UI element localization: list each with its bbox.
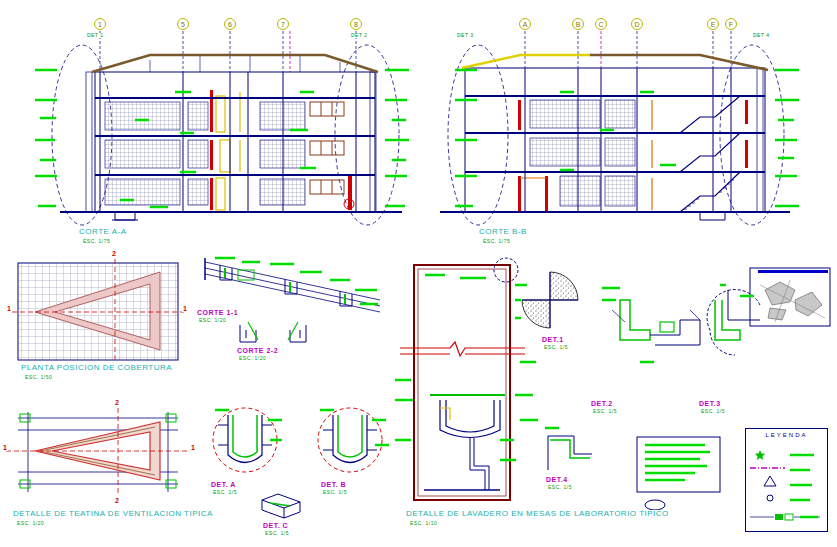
axis-label: A <box>523 21 528 28</box>
drawing-title: PLANTA POSICION DE COBERTURA <box>20 364 173 372</box>
section-marker: 1 <box>6 305 12 312</box>
section-marker: 1 <box>2 444 8 451</box>
sink-detail <box>400 258 525 500</box>
detail-tag: DET.2 <box>590 400 614 407</box>
drawing-title: DETALLE DE LAVADERO EN MESAS DE LABORATO… <box>405 510 670 518</box>
grid-axis-bubble: B <box>572 18 584 30</box>
detail-tag: DET.3 <box>698 400 722 407</box>
detail-tag: CORTE 2-2 <box>236 347 279 354</box>
grid-axis-bubble: E <box>707 18 719 30</box>
section-marker: 1 <box>182 305 188 312</box>
grid-axis-bubble: 1 <box>94 18 106 30</box>
callout-label: DET 1 <box>86 33 105 38</box>
grid-axis-bubble: 5 <box>177 18 189 30</box>
small-details <box>522 272 760 470</box>
callout-label: DET 2 <box>350 33 369 38</box>
grid-axis-bubble: A <box>519 18 531 30</box>
joint-details <box>213 408 382 518</box>
axis-label: 7 <box>281 21 285 28</box>
grid-axis-bubble: D <box>631 18 643 30</box>
section-marker: 2 <box>111 250 117 257</box>
scale-note: ESC. 1/10 <box>409 521 438 526</box>
detail-tag: CORTE 1-1 <box>196 309 239 316</box>
scale-note: ESC. 1/20 <box>198 318 227 323</box>
drawing-title: CORTE B-B <box>478 228 528 236</box>
axis-label: F <box>729 21 733 28</box>
scale-note: ESC. 1/5 <box>700 409 726 414</box>
scale-note: ESC. 1/5 <box>547 485 573 490</box>
drawing-title: DETALLE DE TEATINA DE VENTILACION TIPICA <box>12 510 214 518</box>
axis-label: C <box>598 21 603 28</box>
grid-axis-bubble: 8 <box>350 18 362 30</box>
grid-axis-bubble: 6 <box>224 18 236 30</box>
section-marker: 2 <box>114 399 120 406</box>
annotation-bars <box>35 70 818 517</box>
detail-tag: DET. C <box>262 522 289 529</box>
legend-title: LEYENDA <box>746 432 827 438</box>
callout-label: DET 4 <box>752 33 771 38</box>
section-marker: 1 <box>190 444 196 451</box>
scale-note: ESC. 1/75 <box>482 239 511 244</box>
detail-tag: DET. A <box>210 481 237 488</box>
grid-axis-bubble: C <box>595 18 607 30</box>
drawing-title: CORTE A-A <box>78 228 127 236</box>
axis-label: E <box>711 21 716 28</box>
scale-note: ESC. 1/75 <box>82 239 111 244</box>
scale-note: ESC. 1/5 <box>212 490 238 495</box>
grid-axis-bubble: 7 <box>277 18 289 30</box>
scale-note: ESC. 1/50 <box>24 375 53 380</box>
axis-label: B <box>576 21 581 28</box>
detail-tag: DET. B <box>320 481 347 488</box>
scale-note: ESC. 1/20 <box>238 356 267 361</box>
scale-note: ESC. 1/20 <box>16 521 45 526</box>
roof-sections <box>205 258 380 342</box>
detail-tag: DET.1 <box>541 336 565 343</box>
axis-label: 6 <box>228 21 232 28</box>
axis-label: D <box>634 21 639 28</box>
axis-label: 1 <box>98 21 102 28</box>
axis-label: 5 <box>181 21 185 28</box>
legend-panel: LEYENDA <box>745 428 828 532</box>
skylight-detail <box>6 408 188 496</box>
scale-note: ESC. 1/5 <box>264 531 290 536</box>
section-a-a <box>52 31 402 225</box>
scale-note: ESC. 1/5 <box>543 345 569 350</box>
detail-tag: DET.4 <box>545 476 569 483</box>
section-b-b <box>440 31 790 225</box>
roof-plan <box>12 259 184 362</box>
scale-note: ESC. 1/5 <box>322 490 348 495</box>
grid-axis-bubble: F <box>725 18 737 30</box>
callout-label: DET 3 <box>456 33 475 38</box>
section-marker: 2 <box>114 497 120 504</box>
scale-note: ESC. 1/5 <box>592 409 618 414</box>
axis-label: 8 <box>354 21 358 28</box>
location-map <box>750 268 830 326</box>
